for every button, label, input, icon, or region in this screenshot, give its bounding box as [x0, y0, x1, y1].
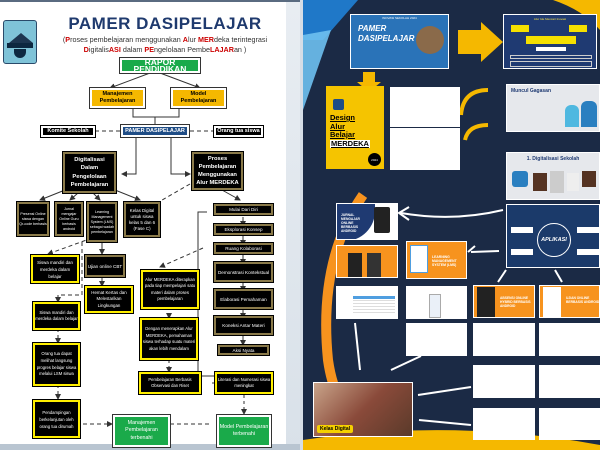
node-ruang-kolaborasi: Ruang Kolaborasi	[213, 242, 274, 255]
slide-alur-ide: Alur Ide Mencari Inovasi	[503, 14, 597, 69]
node-komite-sekolah: Komite Sekolah	[40, 125, 96, 138]
slide-absensi: ABSENSI ONLINE HYBRID BERBASIS ANDROID	[473, 285, 535, 318]
node-proses-pembelajaran: Proses Pembelajaran Menggunakan Alur MER…	[191, 151, 244, 191]
slide-spreadsheet-1	[473, 408, 535, 440]
subtitle-line-1: (Proses pembelajaran menggunakan Alur ME…	[62, 35, 268, 44]
school-logo-icon	[3, 20, 37, 64]
node-digitalisasi: Digitalisasi Dalam Pengelolaan Pembelaja…	[62, 151, 117, 194]
diagram-title: PAMER DASIPELAJAR	[68, 14, 262, 33]
slide-cover: INOVASI SEKOLAH 2024 PAMER DASIPELAJAR	[350, 14, 449, 69]
node-orang-tua-melihat: Orang tua dapat melihat langsung progres…	[32, 342, 81, 387]
node-jurnal-mengajar: Jurnal mengajar Online Guru berbasis and…	[54, 201, 84, 237]
slide-muncul-gagasan: Muncul Gagasan	[506, 84, 600, 132]
panel-edge-decoration	[286, 2, 300, 450]
node-model-pembelajaran: Model Pembelajaran	[170, 87, 227, 109]
node-mulai-dari-diri: Mulai Dari Diri	[213, 203, 274, 216]
slide-data-table	[336, 286, 398, 319]
node-pamer-dasipelajar: PAMER DASIPELAJAR	[120, 124, 190, 138]
node-model-terbenahi: Model Pembelajaran terbenahi	[216, 414, 272, 448]
slide-absensi-steps	[473, 323, 535, 356]
node-aksi-nyata: Aksi Nyata	[217, 344, 270, 356]
node-pembelajaran-berbasis: Pembelajaran Berbasis Observasi dan Rise…	[138, 371, 202, 395]
slide-spreadsheet-2	[539, 408, 600, 440]
panel-bottom-strip	[0, 444, 300, 450]
slide-ujian-steps	[539, 323, 600, 356]
flowchart-panel: PAMER DASIPELAJAR (Proses pembelajaran m…	[0, 0, 300, 450]
panel-divider	[300, 0, 303, 450]
slide-lms: LEARNING MANAGEMENT SYSTEM (LMS)	[406, 241, 467, 279]
kelas-digital-label: Kelas Digital	[317, 425, 354, 433]
slide-aplikasi: APLIKASI	[506, 204, 600, 268]
node-siswa-mandiri-2: Siswa mandiri dan merdeka dalam belajar	[32, 301, 81, 331]
node-kelas-digital: Kelas Digital untuk siswa kelas 5 dan 6 …	[123, 201, 161, 238]
node-hemat-kertas: Hemat Kertas dan Melestarikan Lingkungan	[84, 285, 134, 314]
node-elaborasi-pemahaman: Elaborasi Pemahaman	[213, 288, 274, 310]
node-orang-tua-siswa: Orang tua siswa	[213, 125, 264, 138]
connector-lines	[39, 72, 247, 427]
slide-jurnal-mengajar: JURNAL MENGAJAR ONLINE BERBASIS ANDROID	[336, 203, 398, 240]
node-siswa-mandiri-1: Siswa mandiri dan merdeka dalam belajar	[30, 254, 80, 284]
node-pendampingan: Pendampingan berkelanjutan oleh orang tu…	[32, 399, 81, 439]
node-alur-merdeka: Alur MERDEKA diterapkan pada tiap mempel…	[140, 269, 200, 310]
node-manajemen-terbenahi: Manajemen Pembelajaran terbenahi	[112, 414, 171, 448]
node-koneksi-antar-materi: Koneksi Antar Materi	[213, 315, 274, 336]
slide-lms-detail	[406, 286, 467, 319]
slide-konsep-1	[390, 87, 460, 127]
slide-digitalisasi-sekolah: 1. Digitalisasi Sekolah	[506, 152, 600, 200]
node-demonstrasi-kontekstual: Demonstrasi Kontekstual	[213, 261, 274, 283]
slide-ujian-detail	[539, 365, 600, 398]
node-literasi-numerasi: Literasi dan Numerasi siswa meningkat	[214, 371, 274, 395]
node-lms: Learning Management System (LMS) sebagai…	[86, 201, 118, 243]
photo-kelas-digital: Kelas Digital	[313, 382, 413, 437]
subtitle-line-2: DigitalisASI dalam PEngelolaan PembeLAJA…	[83, 45, 247, 54]
node-ujian-online: Ujian online CBT	[84, 254, 126, 278]
node-eksplorasi-konsep: Eksplorasi Konsep	[213, 223, 274, 236]
node-rapor-pendidikan: RAPOR PENDIDIKAN	[119, 57, 201, 74]
node-manajemen-pembelajaran: Manajemen Pembelajaran	[89, 87, 146, 109]
node-presensi-online: Presensi Online siswa dengan Qr-code ber…	[16, 201, 50, 237]
slide-jurnal-screens	[336, 245, 398, 278]
slide-konsep-2	[390, 128, 460, 170]
slide-absensi-detail	[473, 365, 535, 398]
collage-panel: INOVASI SEKOLAH 2024 PAMER DASIPELAJAR A…	[303, 0, 600, 450]
slide-ujian-online: UJIAN ONLINE BERBASIS ANDROID	[539, 285, 600, 318]
slide-lms-steps	[406, 323, 467, 356]
node-dengan-menerapkan: Dengan menerapkan Alur MERDEKA, pemahama…	[139, 317, 199, 361]
